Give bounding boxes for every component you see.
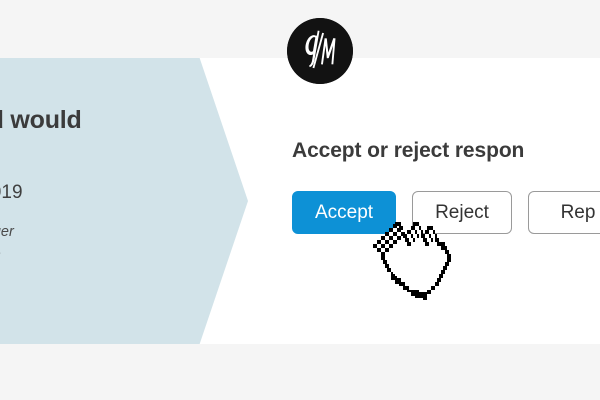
action-button-row: Accept Reject Rep bbox=[292, 191, 600, 234]
quote-date: uary 2019 bbox=[0, 182, 23, 203]
quote-headline-line-2: offer. bbox=[0, 137, 228, 170]
reply-button[interactable]: Rep bbox=[528, 191, 600, 234]
quote-panel: d and would offer. uary 2019 onsectetuer… bbox=[0, 58, 248, 344]
quote-content: d and would offer. uary 2019 onsectetuer… bbox=[0, 104, 228, 291]
reject-button[interactable]: Reject bbox=[412, 191, 512, 234]
action-area: Accept or reject respon Accept Reject Re… bbox=[292, 138, 600, 234]
action-heading: Accept or reject respon bbox=[292, 139, 525, 162]
accept-button[interactable]: Accept bbox=[292, 191, 396, 234]
quote-headline-line-1: d and would bbox=[0, 106, 82, 134]
gm-monogram-logo-icon bbox=[287, 18, 353, 84]
quote-body-line-1: onsectetuer bbox=[0, 224, 14, 240]
quote-body-line-2: mmy nibh bbox=[0, 244, 228, 267]
quote-body-line-3: olore” bbox=[0, 268, 228, 291]
